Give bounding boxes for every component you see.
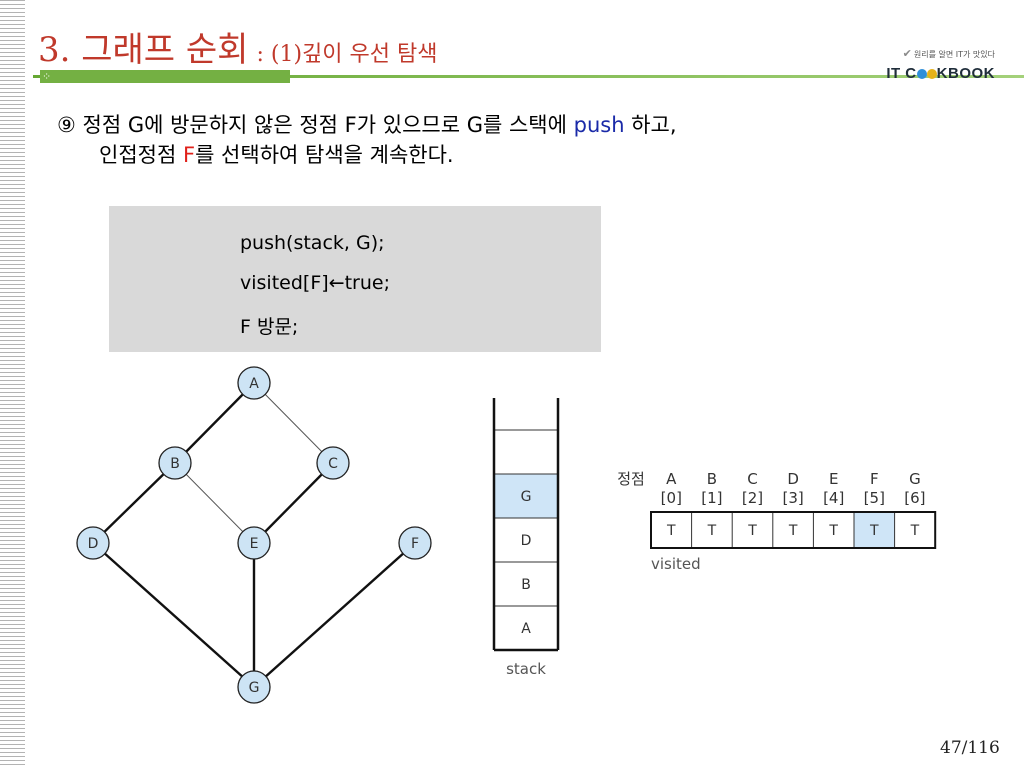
visited-array: 정점 A[0] T B[1] T C[2] T D[3] T E[4] T F[5] T G[6] Tvis…: [617, 470, 937, 573]
code-line: push(stack, G);: [240, 232, 385, 254]
graph-edge-d-g: [92, 542, 255, 688]
vertex-label: G: [909, 470, 921, 488]
checkmark-icon: ✔: [902, 47, 912, 60]
graph-node-f: [398, 526, 432, 560]
page-number: 47/116: [940, 738, 1000, 758]
stack-item: A: [521, 621, 531, 637]
graph-node-label: C: [328, 456, 338, 472]
graph-node-label: G: [249, 680, 260, 696]
vertex-label: D: [787, 470, 799, 488]
graph-edge-b-e: [174, 462, 255, 544]
graph-edge-f-g: [253, 542, 416, 688]
slide-title-sub: : (1)깊이 우선 탐색: [256, 42, 438, 67]
vertex-label: B: [707, 470, 717, 488]
slide-title-main: 3. 그래프 순회: [38, 30, 249, 70]
stack-label: stack: [506, 660, 546, 678]
vertex-row-label: 정점: [617, 470, 645, 488]
visited-value: T: [869, 523, 879, 539]
graph-node-a: [237, 366, 271, 400]
logo-dot-yellow-icon: [926, 69, 937, 79]
visited-value: T: [707, 523, 717, 539]
stack-item: G: [521, 489, 532, 505]
visited-value: T: [910, 523, 920, 539]
code-line: F 방문;: [240, 316, 299, 338]
vertex-label: E: [829, 470, 838, 488]
graph-diagram: A B C D E F G: [76, 366, 432, 704]
graph-node-label: D: [88, 536, 99, 552]
vertex-label: A: [666, 470, 677, 488]
visited-value: T: [747, 523, 757, 539]
title-marker-bar: ⁘: [40, 70, 290, 83]
visited-label: visited: [651, 555, 701, 573]
graph-node-b: [158, 446, 192, 480]
graph-edge-a-b: [174, 382, 255, 464]
title-underline: [33, 75, 1024, 78]
stack-top-highlight: [494, 474, 558, 518]
description-line-2: 인접정점 F를 선택하여 탐색을 계속한다.: [99, 143, 454, 167]
visited-value: T: [666, 523, 676, 539]
index-label: [1]: [701, 489, 722, 507]
graph-node-label: B: [170, 456, 180, 472]
code-box: push(stack, G); visited[F]←true; F 방문;: [109, 206, 601, 352]
logo-dot-blue-icon: [916, 69, 927, 79]
logo-text-end: KBOOK: [936, 65, 995, 82]
visited-array-border: [650, 511, 937, 549]
vertex-label: F: [870, 470, 879, 488]
push-keyword: push: [573, 113, 625, 137]
stack-item: B: [521, 577, 531, 593]
vertex-f-highlight: F: [182, 143, 196, 167]
step-description: ⑨ 정점 G에 방문하지 않은 정점 F가 있으므로 G를 스택에 push 하…: [57, 110, 677, 170]
visited-cell-highlight: [854, 512, 895, 548]
visited-value: T: [828, 523, 838, 539]
slide-title: 3. 그래프 순회 : (1)깊이 우선 탐색: [38, 22, 437, 71]
logo-tagline: 원리를 알면 IT가 맛있다: [913, 50, 995, 59]
graph-node-label: E: [250, 536, 259, 552]
index-label: [5]: [864, 489, 885, 507]
graph-node-d: [76, 526, 110, 560]
graph-edge-c-e: [253, 462, 334, 544]
graph-node-label: A: [249, 376, 259, 392]
title-marker-icon: ⁘: [42, 70, 52, 83]
graph-node-e: [237, 526, 271, 560]
index-label: [2]: [742, 489, 763, 507]
code-line: visited[F]←true;: [240, 272, 390, 294]
visited-value: T: [788, 523, 798, 539]
index-label: [0]: [661, 489, 682, 507]
description-line-1: ⑨ 정점 G에 방문하지 않은 정점 F가 있으므로 G를 스택에 push 하…: [57, 113, 677, 137]
graph-node-g: [237, 670, 271, 704]
index-label: [4]: [823, 489, 844, 507]
graph-edge-b-d: [92, 462, 176, 544]
index-label: [3]: [782, 489, 803, 507]
left-stripe-decoration: [0, 0, 25, 768]
index-label: [6]: [904, 489, 925, 507]
vertex-label: C: [747, 470, 757, 488]
graph-edge-a-c: [253, 382, 334, 464]
graph-node-label: F: [411, 536, 419, 552]
logo-text-start: IT C: [886, 65, 917, 82]
graph-node-c: [316, 446, 350, 480]
stack-item: D: [521, 533, 532, 549]
